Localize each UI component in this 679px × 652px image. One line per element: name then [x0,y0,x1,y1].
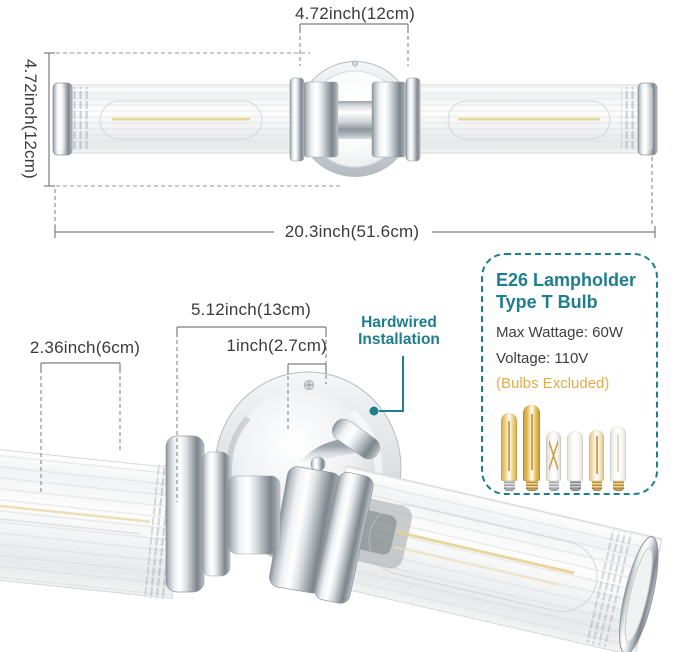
bulb-base [569,480,581,491]
voltage-text: Voltage: 110V [496,350,589,367]
top-width-dimension-lines [299,23,409,66]
shade-diameter-dimension-label: 2.36inch(6cm) [29,338,141,357]
bulb-info-title-line2: Type T Bulb [496,291,598,312]
hardwired-leader-line [369,356,404,416]
t6-clear-x-filament-bulb-icon [546,431,561,491]
backplate-width-dimension-lines [176,326,327,502]
bulb-glass [523,405,540,481]
mounting-screw [304,380,314,390]
bulb-base [525,480,538,491]
bulb-base [503,480,515,491]
bulb-info-card: E26 Lampholder Type T Bulb Max Wattage: … [481,253,658,495]
detail-left-glass-shade [0,447,187,600]
t10-amber-filament-bulb-icon [501,413,517,491]
t6-frosted-white-bulb-icon [567,431,583,491]
hardwired-line1: Hardwired [361,314,437,331]
height-dimension-label: 4.72inch(12cm) [21,59,40,179]
detail-socket-assembly [165,435,374,604]
total-width-dimension-label: 20.3inch(51.6cm) [284,222,420,241]
t6-clear-tube-bulb-icon [610,426,626,491]
t6-cream-filament-bulb-icon [589,430,604,491]
hardwired-dot [369,406,379,416]
t10-gold-dome-bulb-icon [523,405,540,491]
bulb-info-title: E26 Lampholder Type T Bulb [496,270,648,313]
bulb-row [496,401,648,491]
top-view-fixture [52,60,658,177]
bulb-glass [610,426,626,481]
hardwired-installation-label: Hardwired Installation [337,314,461,348]
top-width-dimension-label: 4.72inch(12cm) [295,4,415,23]
bulb-base [548,480,559,491]
bulb-glass [546,431,561,481]
screw-offset-dimension-lines [287,363,327,430]
height-dimension-lines [44,52,342,187]
max-wattage-text: Max Wattage: 60W [496,324,623,341]
shade-diameter-dimension-lines [40,362,121,494]
bulb-glass [589,430,604,481]
bulb-base [612,480,624,491]
detail-view-fixture [0,371,663,652]
top-left-glass-shade [52,82,301,156]
bulbs-excluded-note: (Bulbs Excluded) [496,375,610,392]
bulb-info-title-line1: E26 Lampholder [496,270,637,290]
bulb-base [591,480,602,491]
hardwired-line2: Installation [358,331,440,348]
top-right-glass-shade [409,82,658,156]
screw-offset-dimension-label: 1inch(2.7cm) [226,336,327,355]
backplate-width-dimension-label: 5.12inch(13cm) [191,300,311,319]
bulb-glass [501,413,517,481]
bulb-glass [567,431,583,481]
total-width-dimension-lines [54,157,656,238]
top-socket-assembly [289,77,421,162]
